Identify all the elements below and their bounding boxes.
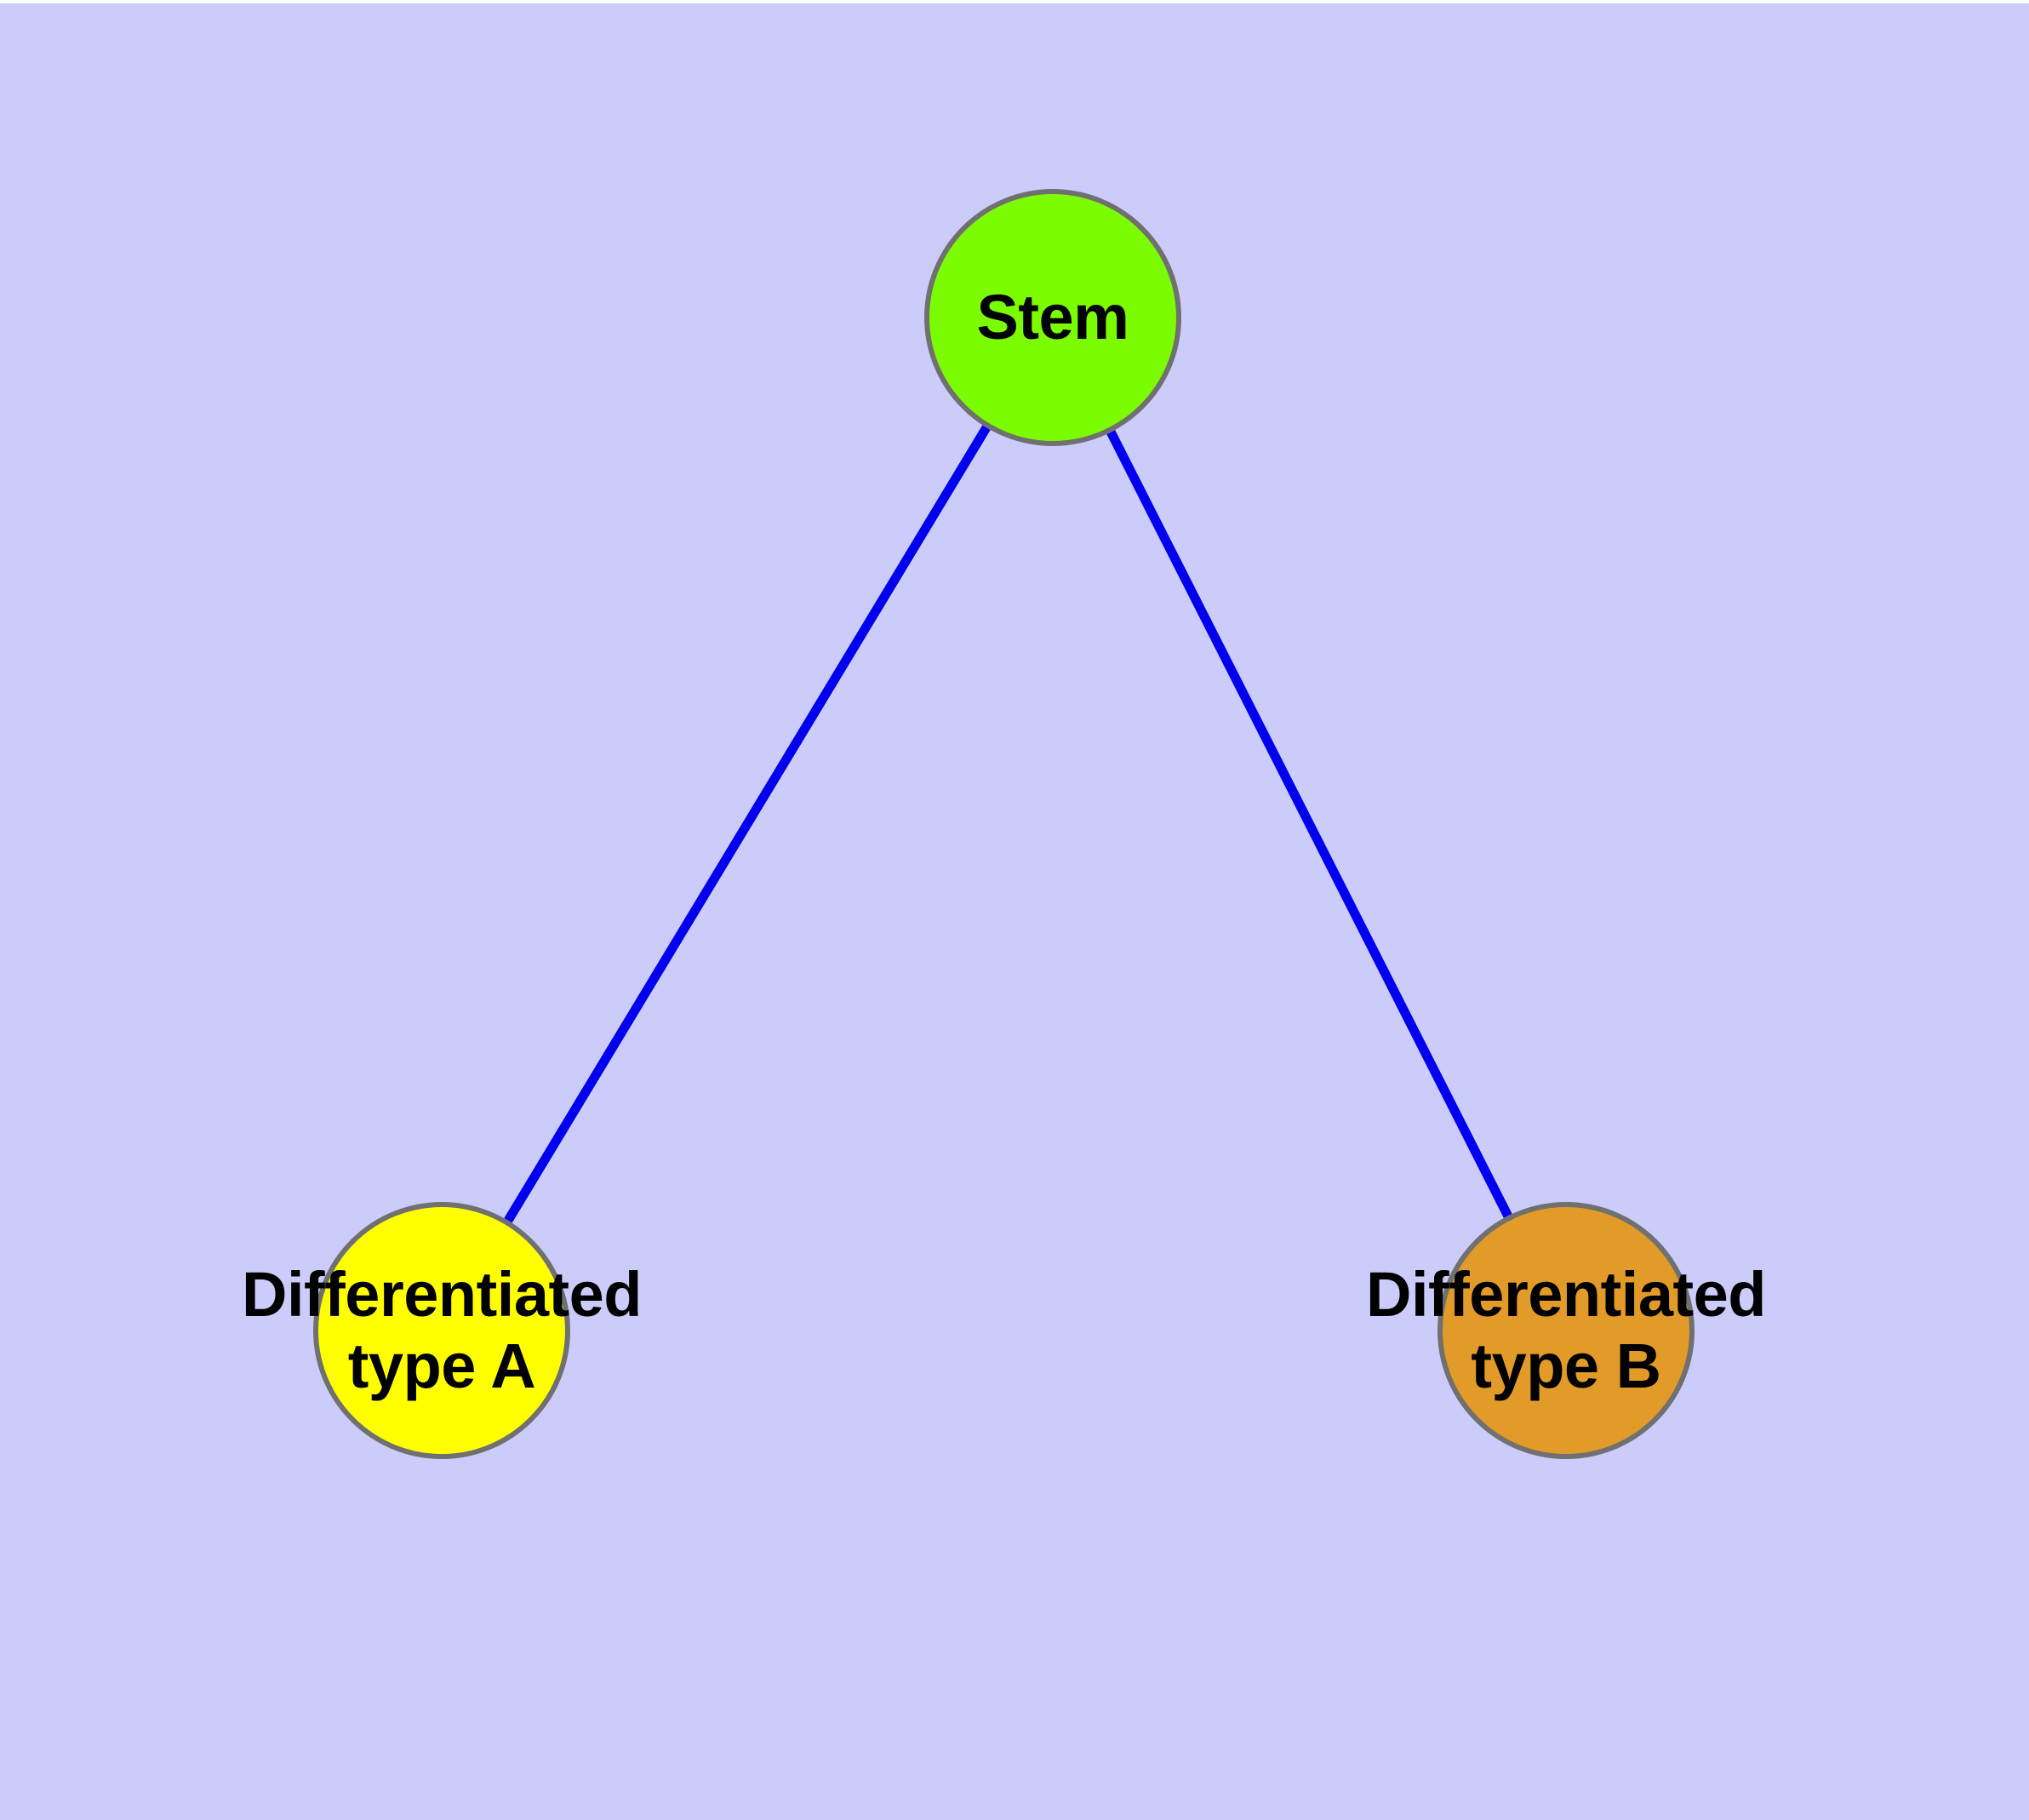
node-stem[interactable] — [924, 189, 1181, 446]
node-label-differentiated-type-b: Differentiated type B — [1366, 1258, 1766, 1401]
node-label-differentiated-type-a: Differentiated type A — [242, 1258, 642, 1401]
node-label-stem: Stem — [976, 281, 1129, 352]
node-differentiated-type-b[interactable] — [1437, 1202, 1695, 1459]
node-differentiated-type-a[interactable] — [313, 1202, 570, 1459]
